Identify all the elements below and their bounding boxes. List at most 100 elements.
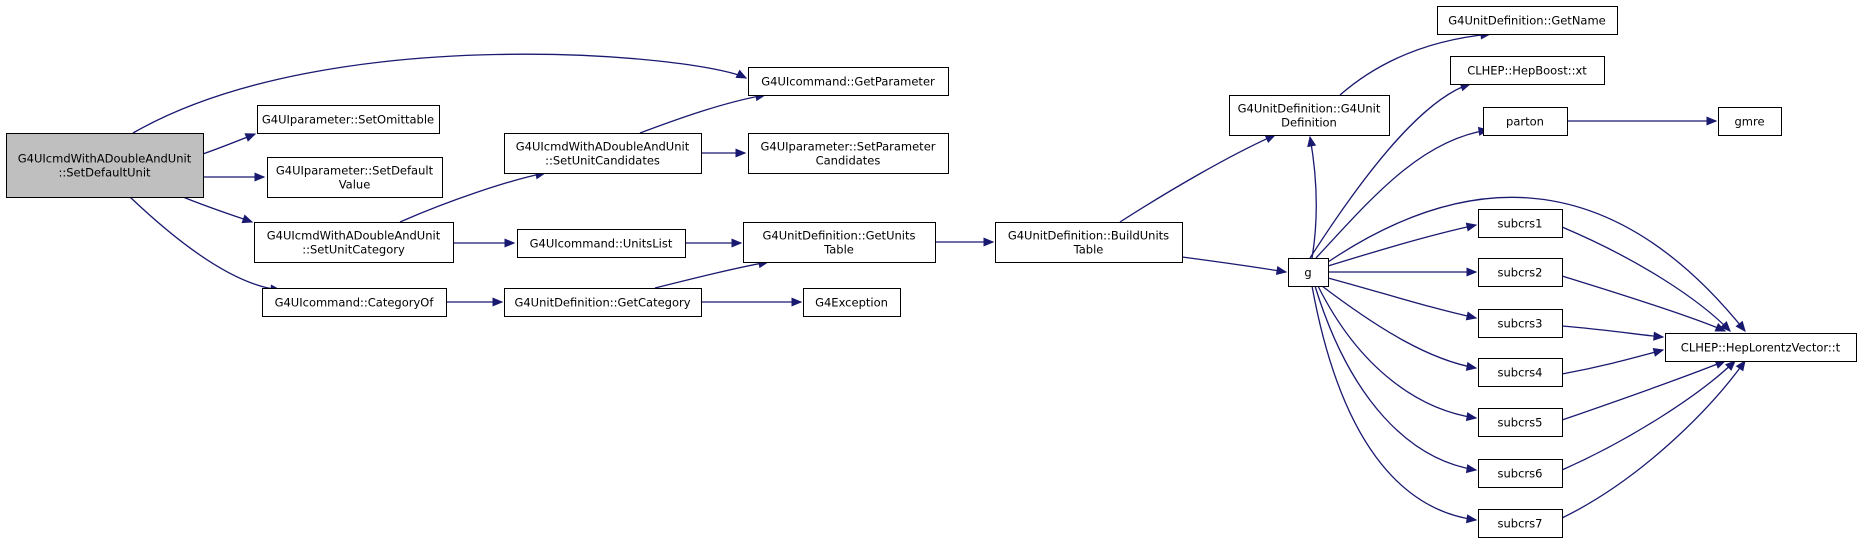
edge-root-to-get-parameter xyxy=(132,53,748,134)
edge-line xyxy=(1561,360,1736,471)
node-label: G4UnitDefinition::GetName xyxy=(1448,14,1606,28)
edge-g-to-subcrs6 xyxy=(1314,285,1478,474)
arrowhead-icon xyxy=(1706,116,1718,126)
node-subcrs4[interactable]: subcrs4 xyxy=(1478,358,1563,387)
node-box xyxy=(6,133,204,198)
edge-g-to-subcrs7 xyxy=(1311,285,1478,524)
node-get-category[interactable]: G4UnitDefinition::GetCategory xyxy=(504,288,702,317)
node-box xyxy=(743,222,936,263)
node-subcrs2[interactable]: subcrs2 xyxy=(1478,258,1563,287)
node-get-name[interactable]: G4UnitDefinition::GetName xyxy=(1437,6,1618,35)
edge-g-to-subcrs3 xyxy=(1327,277,1478,321)
arrowhead-icon xyxy=(1264,134,1277,144)
node-g[interactable]: g xyxy=(1288,258,1329,287)
edge-line xyxy=(1309,136,1317,259)
arrowhead-icon xyxy=(1725,360,1736,371)
node-hep-lorentz-t[interactable]: CLHEP::HepLorentzVector::t xyxy=(1665,333,1857,362)
node-box xyxy=(748,67,949,96)
edge-line xyxy=(654,261,769,289)
edge-root-to-set-omittable xyxy=(199,133,257,156)
edge-line xyxy=(1327,224,1477,267)
arrowhead-icon xyxy=(254,172,266,182)
node-box xyxy=(995,222,1183,263)
arrowhead-icon xyxy=(1720,321,1731,332)
edge-line xyxy=(132,53,747,134)
edge-g-to-subcrs1 xyxy=(1327,222,1478,267)
node-box xyxy=(517,229,686,258)
arrowhead-icon xyxy=(1652,347,1665,357)
edge-build-units-table-to-g xyxy=(1181,256,1288,275)
edge-g-to-hep-lorentz-t xyxy=(1327,196,1746,333)
node-hep-boost-xt[interactable]: CLHEP::HepBoost::xt xyxy=(1450,56,1605,85)
arrowhead-icon xyxy=(244,133,257,142)
node-label: parton xyxy=(1506,115,1544,129)
node-g4-exception[interactable]: G4Exception xyxy=(803,288,901,317)
node-set-unit-candidates[interactable]: G4UIcmdWithADoubleAndUnit::SetUnitCandid… xyxy=(504,133,702,174)
node-label: subcrs4 xyxy=(1498,366,1543,380)
node-set-unit-category[interactable]: G4UIcmdWithADoubleAndUnit::SetUnitCatego… xyxy=(254,222,454,263)
node-subcrs3[interactable]: subcrs3 xyxy=(1478,309,1563,338)
node-label: G4UIcmdWithADoubleAndUnit xyxy=(516,140,690,154)
node-label: G4UnitDefinition::GetCategory xyxy=(514,296,690,310)
node-category-of[interactable]: G4UIcommand::CategoryOf xyxy=(262,288,447,317)
edge-line xyxy=(1315,129,1489,259)
arrowhead-icon xyxy=(1465,361,1478,371)
node-label: G4UnitDefinition::G4Unit xyxy=(1238,102,1381,116)
edge-line xyxy=(1311,285,1477,521)
arrowhead-icon xyxy=(1714,323,1727,332)
node-get-parameter[interactable]: G4UIcommand::GetParameter xyxy=(748,67,949,96)
node-subcrs1[interactable]: subcrs1 xyxy=(1478,209,1563,238)
node-box xyxy=(1665,333,1857,362)
node-subcrs7[interactable]: subcrs7 xyxy=(1478,509,1563,538)
node-label: G4UIcmdWithADoubleAndUnit xyxy=(18,152,192,166)
node-root[interactable]: G4UIcmdWithADoubleAndUnit::SetDefaultUni… xyxy=(6,133,204,198)
arrowhead-icon xyxy=(731,238,743,248)
edge-line xyxy=(1321,285,1477,369)
node-label: G4UIparameter::SetParameter xyxy=(760,140,935,154)
edge-subcrs7-to-hep-lorentz-t xyxy=(1561,359,1746,519)
node-label: G4UIparameter::SetOmittable xyxy=(262,113,434,127)
node-label: gmre xyxy=(1734,115,1764,129)
node-box xyxy=(504,133,702,174)
arrowhead-icon xyxy=(241,214,254,224)
nodes-layer: G4UIcmdWithADoubleAndUnit::SetDefaultUni… xyxy=(6,6,1857,538)
node-set-omittable[interactable]: G4UIparameter::SetOmittable xyxy=(257,105,440,134)
node-label: subcrs5 xyxy=(1498,416,1543,430)
node-box xyxy=(267,157,443,198)
node-label: Definition xyxy=(1281,116,1337,130)
edge-line xyxy=(1561,349,1664,375)
node-label: G4UIparameter::SetDefault xyxy=(276,164,434,178)
node-label: ::SetDefaultUnit xyxy=(58,166,151,180)
node-subcrs5[interactable]: subcrs5 xyxy=(1478,408,1563,437)
edge-subcrs6-to-hep-lorentz-t xyxy=(1561,360,1736,471)
edge-line xyxy=(399,172,546,223)
node-units-list[interactable]: G4UIcommand::UnitsList xyxy=(517,229,686,258)
node-label: G4UIcommand::CategoryOf xyxy=(275,296,435,310)
node-subcrs6[interactable]: subcrs6 xyxy=(1478,459,1563,488)
edge-root-to-set-default-value xyxy=(202,172,266,182)
node-parton[interactable]: parton xyxy=(1483,107,1568,136)
node-label: Candidates xyxy=(816,154,881,168)
node-box xyxy=(1718,107,1782,136)
node-g4-unit-definition[interactable]: G4UnitDefinition::G4UnitDefinition xyxy=(1229,95,1390,136)
arrowhead-icon xyxy=(1735,320,1746,333)
node-label: subcrs6 xyxy=(1498,467,1543,481)
edge-root-to-set-unit-category xyxy=(182,196,254,224)
node-label: G4Exception xyxy=(815,296,888,310)
node-box xyxy=(1478,258,1563,287)
edge-line xyxy=(1561,275,1726,332)
edges-layer xyxy=(129,30,1746,524)
edge-line xyxy=(1561,226,1731,332)
node-label: subcrs7 xyxy=(1498,517,1543,531)
node-gmre[interactable]: gmre xyxy=(1718,107,1782,136)
node-label: subcrs2 xyxy=(1498,266,1543,280)
arrowhead-icon xyxy=(1307,135,1317,148)
node-label: G4UIcommand::GetParameter xyxy=(761,75,935,89)
edge-subcrs3-to-hep-lorentz-t xyxy=(1561,325,1665,341)
edge-set-unit-category-to-units-list xyxy=(453,238,516,248)
edge-line xyxy=(129,196,281,291)
